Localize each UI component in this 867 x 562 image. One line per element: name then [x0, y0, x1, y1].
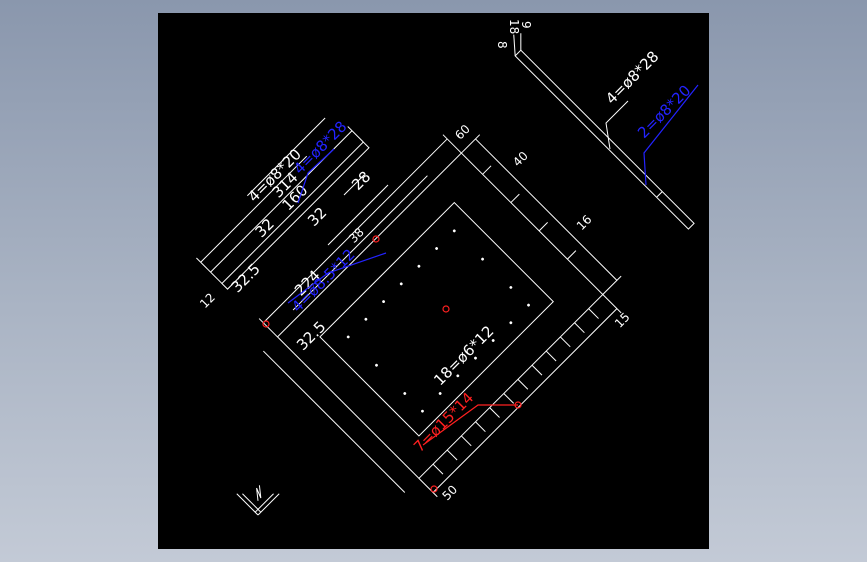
note-blue-right-holes: 2=ø8*20 — [634, 81, 694, 141]
right-ticks — [482, 165, 577, 260]
note-grid-holes: 18=ø6*12 — [430, 322, 497, 389]
dim-50-bottom: 50 — [439, 482, 460, 503]
dim-28-top: 28 — [348, 168, 374, 194]
cad-drawing-viewport[interactable]: 224 32.5 38 18=ø6*12 50 15 60 40 16 314 … — [158, 13, 709, 549]
dim-32-top: 32 — [304, 204, 330, 230]
dim-18: 18 — [507, 19, 521, 34]
dim-32-5-inner: 32.5 — [293, 318, 329, 354]
red-hole-markers — [262, 235, 522, 493]
dim-38: 38 — [346, 225, 367, 246]
dim-60-right: 60 — [452, 122, 473, 143]
dim-9: 9 — [519, 21, 533, 29]
note-red-holes: 7=ø15*14 — [410, 389, 477, 456]
note-right-side-holes: 4=ø8*28 — [602, 47, 662, 107]
red-leader — [422, 404, 518, 446]
side-view-right — [513, 33, 695, 230]
side-view-left: 314 160 32 32.5 12 4=ø8*20 — [196, 117, 370, 311]
bottom-ticks — [432, 308, 599, 475]
dim-12-left: 12 — [197, 290, 218, 311]
hole-grid — [346, 229, 530, 413]
pocket-outline — [319, 201, 554, 437]
note-blue-side-holes: 4=ø8*28 — [290, 117, 350, 177]
dim-32-5-left: 32.5 — [228, 260, 264, 296]
dim-8: 8 — [495, 41, 509, 49]
dim-32-left: 32 — [252, 215, 278, 241]
dim-15: 15 — [612, 310, 633, 331]
dim-40-right: 40 — [510, 149, 531, 170]
dim-16: 16 — [574, 212, 595, 233]
ucs-axis-icon — [236, 485, 280, 516]
cad-drawing: 224 32.5 38 18=ø6*12 50 15 60 40 16 314 … — [196, 19, 699, 516]
plate-outline — [276, 152, 604, 480]
